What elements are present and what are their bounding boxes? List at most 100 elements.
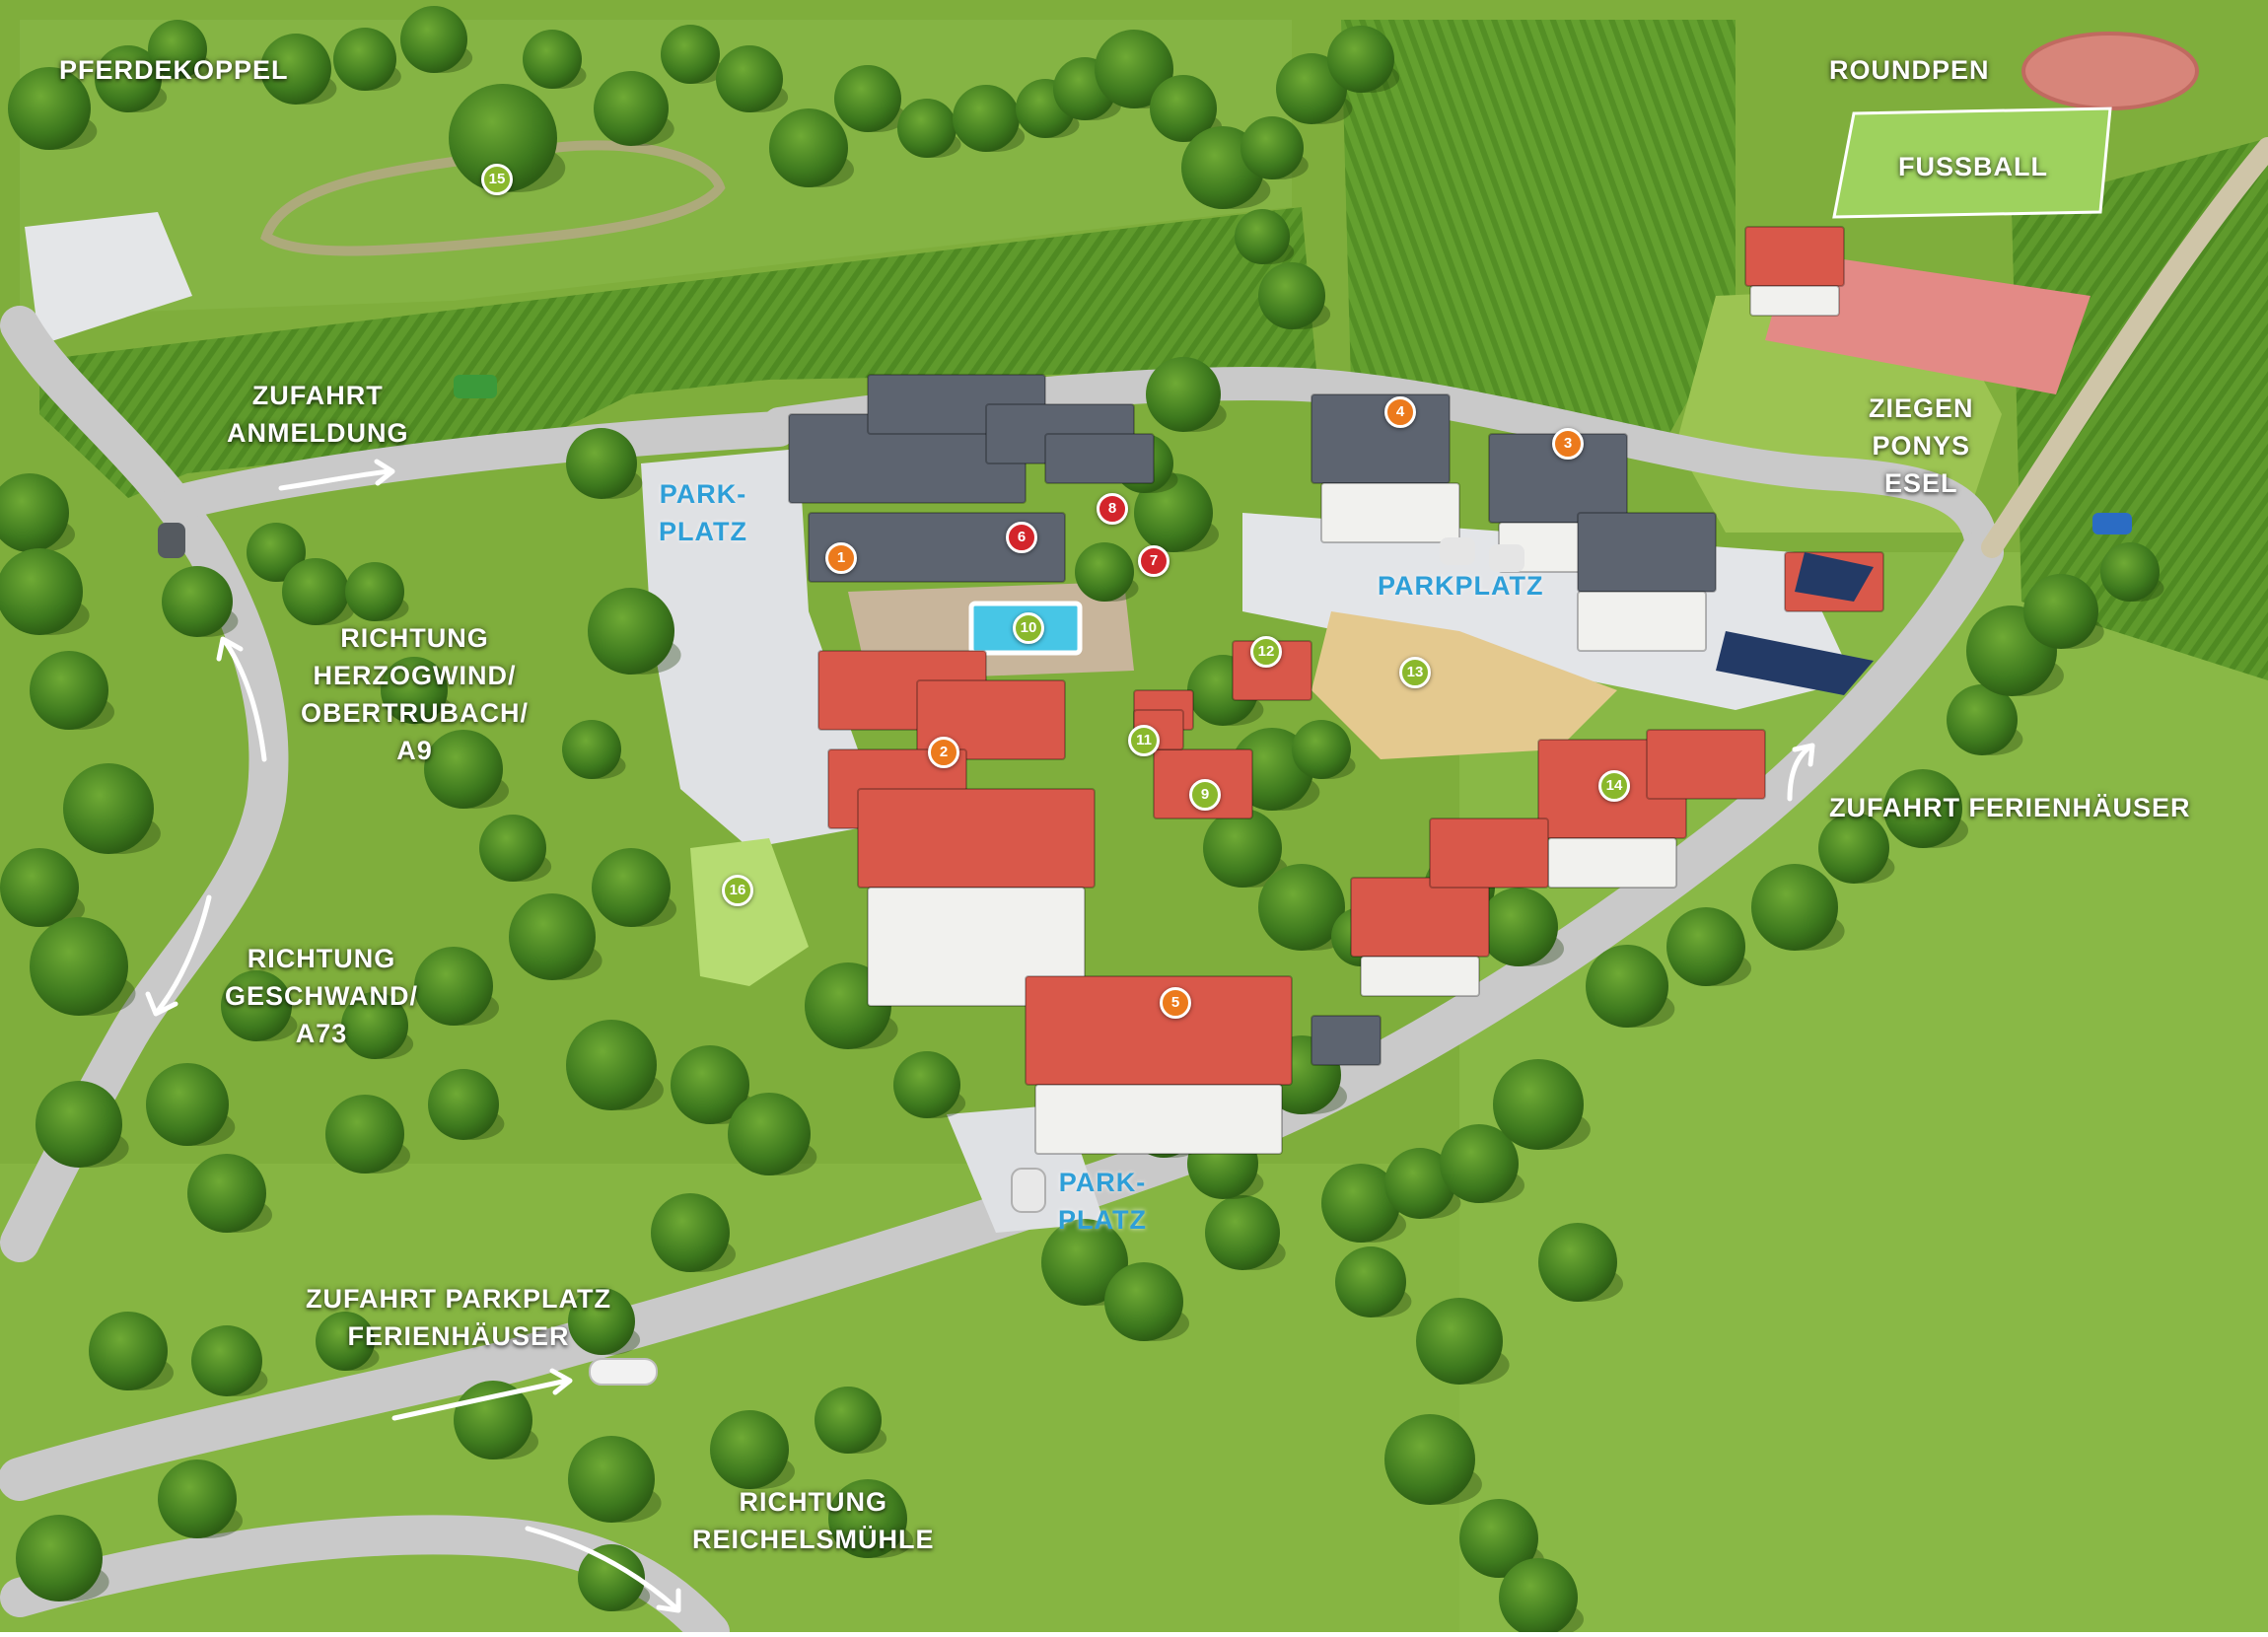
tree — [661, 25, 720, 84]
tree — [728, 1093, 811, 1175]
tree — [1292, 720, 1351, 779]
marker-7[interactable]: 7 — [1138, 545, 1169, 577]
football-pitch — [1832, 107, 2112, 219]
building-roof — [1744, 226, 1845, 287]
play-field — [1765, 251, 2091, 394]
tree — [769, 108, 848, 187]
tree — [1586, 945, 1668, 1028]
tree — [834, 65, 901, 132]
tree — [381, 657, 448, 724]
tree — [1235, 209, 1290, 264]
building-roof — [857, 788, 1096, 889]
tree — [509, 893, 596, 980]
tree — [1146, 357, 1221, 432]
tree — [449, 84, 557, 192]
tree — [333, 28, 396, 91]
tree — [568, 1288, 635, 1355]
label-parkplatz-right: PARKPLATZ — [1378, 571, 1544, 601]
tree — [815, 1387, 882, 1454]
building-wall — [1360, 956, 1480, 997]
tree — [1104, 1262, 1183, 1341]
right-field — [2012, 138, 2268, 680]
tree — [0, 848, 79, 927]
tree — [671, 1045, 749, 1124]
tree — [35, 1081, 122, 1168]
marker-6[interactable]: 6 — [1006, 522, 1037, 553]
tree — [2100, 542, 2160, 602]
tree — [191, 1325, 262, 1396]
tree — [30, 917, 128, 1016]
marker-8[interactable]: 8 — [1097, 493, 1128, 525]
marker-11[interactable]: 11 — [1128, 725, 1160, 756]
sand-playground — [1311, 611, 1617, 759]
marker-4[interactable]: 4 — [1384, 396, 1416, 428]
tree — [1384, 1148, 1455, 1219]
building-roof — [1025, 975, 1293, 1086]
marker-14[interactable]: 14 — [1598, 770, 1630, 802]
tree — [146, 1063, 229, 1146]
corn-field — [1341, 20, 1736, 439]
tree — [1493, 1059, 1584, 1150]
building-wall — [1034, 1084, 1283, 1155]
tree — [89, 1312, 168, 1390]
marker-12[interactable]: 12 — [1250, 636, 1282, 668]
building-roof — [808, 512, 1066, 583]
tree — [594, 71, 669, 146]
marker-1[interactable]: 1 — [825, 542, 857, 574]
building-roof — [1311, 393, 1451, 484]
marker-16[interactable]: 16 — [722, 875, 753, 906]
tree — [566, 1020, 657, 1110]
tree — [414, 947, 493, 1026]
tree — [578, 1544, 645, 1611]
marker-5[interactable]: 5 — [1160, 987, 1191, 1019]
label-parkplatz-left: PARK-PLATZ — [659, 479, 747, 546]
building-wall — [1577, 591, 1707, 652]
tree — [592, 848, 671, 927]
tree — [1883, 769, 1962, 848]
tree — [1276, 53, 1347, 124]
tree — [95, 45, 162, 112]
tree — [1384, 1414, 1475, 1505]
tree — [1258, 262, 1325, 329]
tree — [1479, 888, 1558, 966]
marker-9[interactable]: 9 — [1189, 779, 1221, 811]
tree — [1150, 75, 1217, 142]
tree — [1075, 542, 1134, 602]
tree — [828, 1479, 907, 1558]
tree — [2023, 574, 2098, 649]
parking-left — [641, 449, 858, 848]
marker-13[interactable]: 13 — [1399, 657, 1431, 688]
tree — [1335, 1246, 1406, 1317]
marker-2[interactable]: 2 — [928, 737, 959, 768]
tree — [1134, 473, 1213, 552]
marker-10[interactable]: 10 — [1013, 612, 1044, 644]
label-zufahrt-ferienhaeuser: ZUFAHRT FERIENHÄUSER — [1829, 793, 2191, 822]
crop-field-top — [39, 207, 1316, 498]
building-roof — [1429, 818, 1549, 889]
marker-3[interactable]: 3 — [1552, 428, 1584, 460]
tree — [1240, 116, 1304, 179]
tree — [0, 473, 69, 552]
tree — [651, 1193, 730, 1272]
tree — [1203, 809, 1282, 888]
tree — [1041, 1219, 1128, 1306]
marker-15[interactable]: 15 — [481, 164, 513, 195]
tree — [1258, 864, 1345, 951]
tree — [341, 992, 408, 1059]
tree — [1459, 1499, 1538, 1578]
tree — [282, 558, 349, 625]
tree — [568, 1436, 655, 1523]
gravel-lot — [25, 212, 192, 345]
tree — [1538, 1223, 1617, 1302]
label-parkplatz-bottom: PARK-PLATZ — [1058, 1168, 1147, 1235]
tree — [716, 45, 783, 112]
tree — [710, 1410, 789, 1489]
tree — [187, 1154, 266, 1233]
tree — [1666, 907, 1745, 986]
tree — [1205, 1195, 1280, 1270]
building-roof — [1646, 729, 1766, 800]
building-roof — [1350, 877, 1490, 958]
